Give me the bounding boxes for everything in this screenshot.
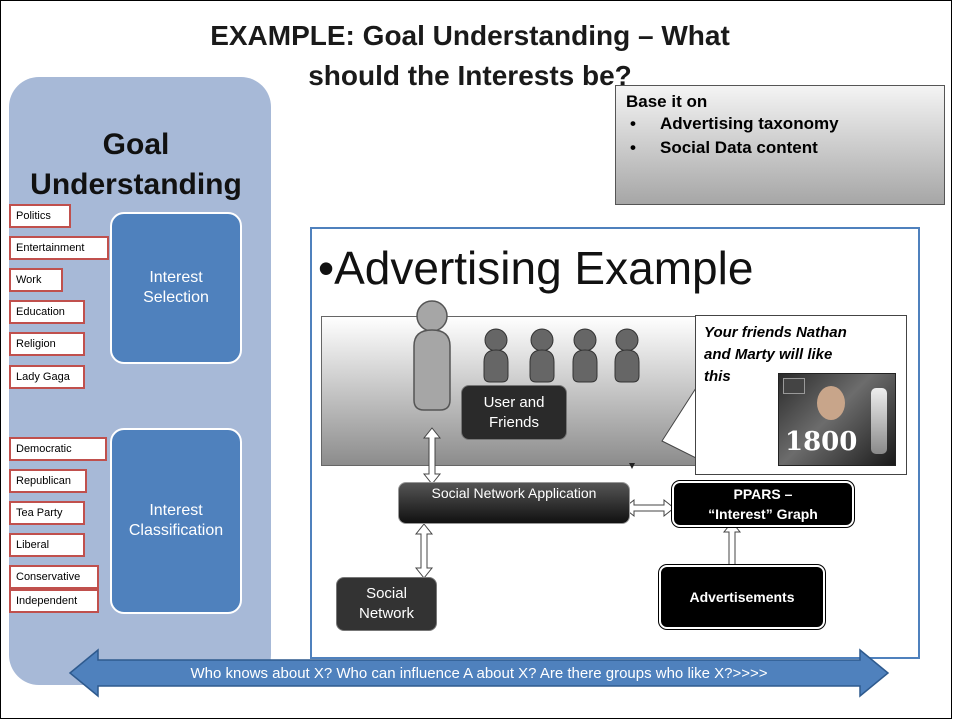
double-arrow-app-ppars: [623, 498, 675, 518]
advertisements-label: Advertisements: [689, 589, 795, 605]
user-and-friends-box: User and Friends: [461, 385, 567, 440]
ppars-line-2: “Interest” Graph: [708, 506, 818, 522]
advertising-example-heading: •Advertising Example: [318, 242, 754, 294]
bullet-dot-icon: •: [630, 114, 636, 133]
callout-bullet-2: • Social Data content: [626, 136, 934, 160]
tag-entertainment: Entertainment: [9, 236, 109, 260]
interest-classification-line-2: Classification: [128, 522, 224, 539]
slide-title: EXAMPLE: Goal Understanding – What shoul…: [150, 16, 790, 96]
interest-selection-box: Interest Selection: [110, 212, 242, 364]
bottom-arrow-text: Who knows about X? Who can influence A a…: [190, 665, 768, 682]
advertisements-box: Advertisements: [659, 565, 825, 629]
title-line-1: EXAMPLE: Goal Understanding – What: [210, 20, 730, 51]
interest-classification-line-1: Interest: [149, 502, 203, 519]
user-friends-line-1: User and: [483, 393, 545, 411]
tag-conservative: Conservative: [9, 565, 99, 589]
social-network-application-label: Social Network Application: [431, 485, 597, 501]
ad-sticker-icon: [783, 378, 805, 394]
tag-democratic: Democratic: [9, 437, 107, 461]
goal-heading-line-2: Understanding: [30, 168, 242, 201]
bubble-line-3: this: [704, 368, 731, 385]
tag-politics: Politics: [9, 204, 71, 228]
bottom-double-arrow: [68, 648, 890, 698]
interest-selection-line-1: Interest: [149, 269, 203, 286]
title-line-2: should the Interests be?: [308, 60, 632, 91]
friend-icon: [483, 328, 509, 383]
tequila-ad-image: 1800: [778, 373, 896, 466]
ad-brand-text: 1800: [785, 427, 858, 457]
tag-religion: Religion: [9, 332, 85, 356]
ppars-line-1: PPARS –: [733, 486, 793, 502]
base-it-on-callout: Base it on • Advertising taxonomy • Soci…: [615, 85, 945, 205]
friend-icon: [529, 328, 555, 383]
tag-independent: Independent: [9, 589, 99, 613]
bullet-dot-icon: •: [630, 138, 636, 157]
tag-tea-party: Tea Party: [9, 501, 85, 525]
user-friends-line-2: Friends: [488, 413, 540, 431]
callout-bullet-text: Advertising taxonomy: [660, 114, 839, 133]
pointer-marker-icon: [629, 463, 635, 469]
user-icon: [413, 300, 451, 411]
ppars-interest-graph-box: PPARS – “Interest” Graph: [672, 481, 854, 527]
goal-heading: Goal Understanding: [0, 125, 272, 205]
friend-icon: [614, 328, 640, 383]
social-network-line-1: Social: [366, 585, 407, 602]
bottle-icon: [871, 388, 887, 454]
social-network-line-2: Network: [358, 605, 414, 622]
double-arrow-app-network: [414, 523, 434, 579]
speech-bubble-tail: [661, 386, 697, 459]
double-arrow-user-app: [422, 427, 442, 485]
bubble-line-2: and Marty will like: [704, 346, 833, 363]
social-network-box: Social Network: [336, 577, 437, 631]
tag-republican: Republican: [9, 469, 87, 493]
goal-heading-line-1: Goal: [102, 128, 170, 161]
callout-bullet-text: Social Data content: [660, 138, 818, 157]
friend-icon: [572, 328, 598, 383]
ad-face-icon: [817, 386, 845, 420]
tag-lady-gaga: Lady Gaga: [9, 365, 85, 389]
bubble-line-1: Your friends Nathan: [704, 324, 847, 341]
callout-heading: Base it on: [626, 92, 708, 111]
arrow-ads-to-ppars: [722, 521, 742, 567]
interest-classification-box: Interest Classification: [110, 428, 242, 614]
social-network-application-box: Social Network Application: [398, 482, 630, 524]
tag-work: Work: [9, 268, 63, 292]
tag-liberal: Liberal: [9, 533, 85, 557]
callout-bullet-1: • Advertising taxonomy: [626, 112, 934, 136]
interest-selection-line-2: Selection: [143, 289, 209, 306]
tag-education: Education: [9, 300, 85, 324]
